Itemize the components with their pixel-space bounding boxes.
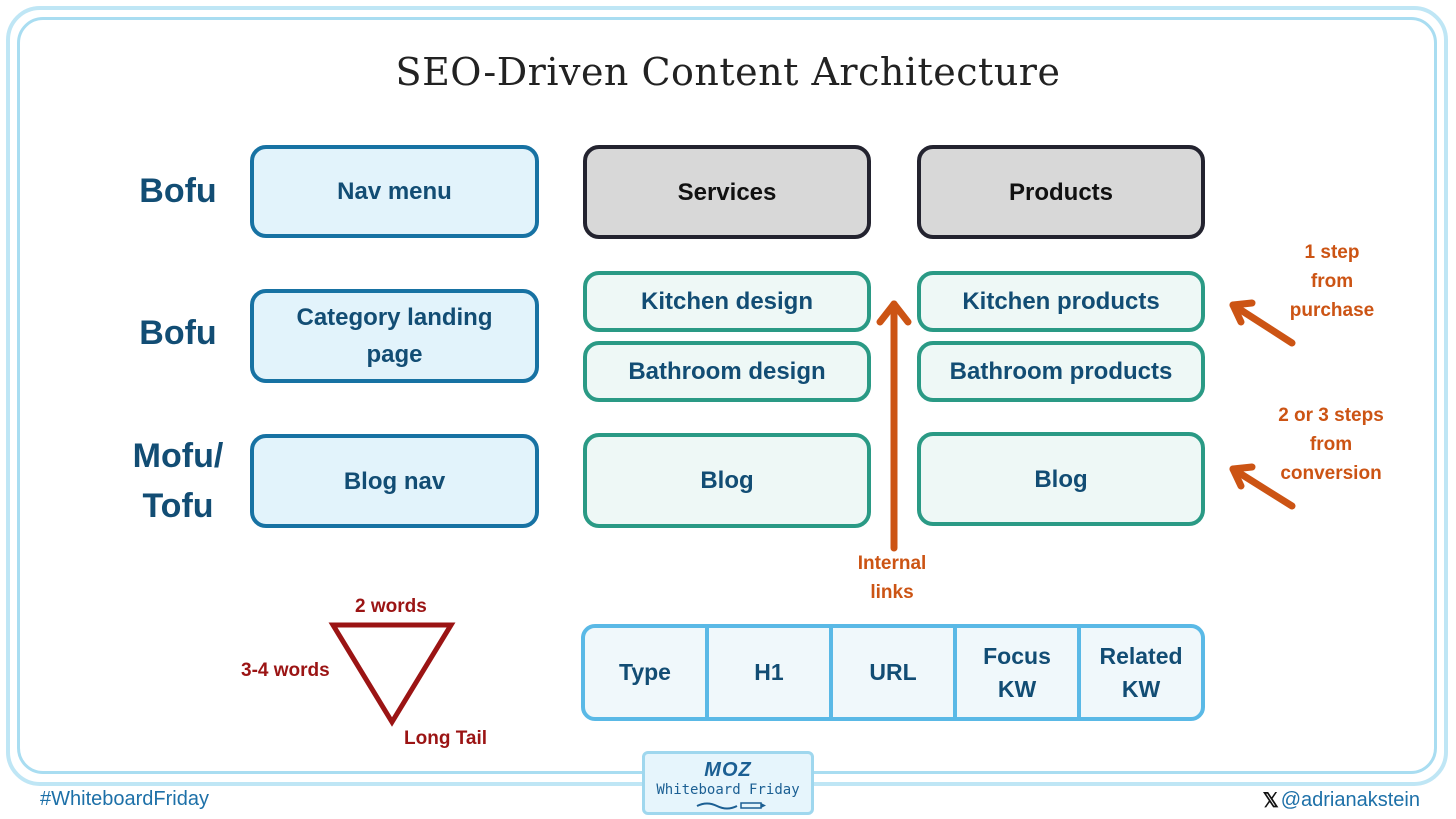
one-step-note: 1 step from purchase — [1270, 238, 1394, 325]
bathroom-design-label: Bathroom design — [628, 358, 826, 385]
table-cell-related-line2: KW — [1121, 675, 1161, 702]
row-label-tofu: Tofu — [142, 487, 214, 525]
products-label: Products — [1008, 178, 1113, 206]
row-label-mofu: Mofu/ — [132, 437, 224, 475]
hashtag-link[interactable]: #WhiteboardFriday — [40, 788, 209, 810]
funnel-middle-label: 3-4 words — [241, 660, 330, 681]
moz-logo: MOZ — [704, 759, 752, 781]
category-landing-line1: Category landing — [296, 304, 493, 331]
services-box: Services — [583, 145, 871, 239]
kitchen-design-box: Kitchen design — [583, 271, 871, 332]
services-blog-box: Blog — [583, 433, 871, 528]
page-attributes-table: Type H1 URL Focus KW Related KW — [581, 624, 1205, 721]
twitter-handle-link[interactable]: 𝕏 @adrianakstein — [1263, 788, 1420, 813]
services-blog-label: Blog — [700, 467, 754, 494]
table-cell-related-kw: Related KW — [1081, 628, 1201, 717]
bathroom-products-label: Bathroom products — [949, 358, 1173, 385]
one-step-line2: from — [1310, 271, 1354, 292]
funnel-top-label: 2 words — [355, 596, 427, 617]
table-cell-type: Type — [585, 628, 709, 717]
whiteboard-friday-text: Whiteboard Friday — [656, 782, 800, 798]
bathroom-design-box: Bathroom design — [583, 341, 871, 402]
kitchen-design-label: Kitchen design — [640, 288, 814, 315]
table-cell-url-text: URL — [869, 659, 917, 685]
table-cell-h1-text: H1 — [754, 659, 784, 685]
nav-menu-label: Nav menu — [337, 178, 452, 205]
diagonal-arrow-icon — [1229, 299, 1296, 347]
x-logo-icon: 𝕏 — [1262, 790, 1279, 812]
two-three-line1: 2 or 3 steps — [1278, 405, 1384, 426]
two-three-line2: from — [1309, 434, 1353, 455]
table-cell-related-line1: Related — [1099, 642, 1183, 669]
products-blog-label: Blog — [1034, 465, 1088, 493]
category-landing-box: Category landing page — [250, 289, 539, 383]
moz-whiteboard-friday-badge: MOZ Whiteboard Friday — [642, 751, 814, 815]
one-step-line1: 1 step — [1304, 242, 1360, 263]
internal-links-line2: links — [870, 582, 914, 603]
table-cell-url: URL — [833, 628, 957, 717]
up-arrow-icon — [876, 300, 912, 552]
kitchen-products-label: Kitchen products — [962, 288, 1160, 315]
blog-nav-label: Blog nav — [343, 467, 446, 495]
table-cell-focus-kw: Focus KW — [957, 628, 1081, 717]
table-cell-h1: H1 — [709, 628, 833, 717]
inverted-triangle-icon — [328, 622, 456, 727]
funnel-bottom-label: Long Tail — [404, 728, 488, 749]
kitchen-products-box: Kitchen products — [917, 271, 1205, 332]
internal-links-line1: Internal — [857, 553, 927, 574]
twitter-handle-text: @adrianakstein — [1280, 789, 1420, 811]
pen-icon — [696, 802, 766, 810]
products-blog-box: Blog — [917, 432, 1205, 526]
nav-menu-box: Nav menu — [250, 145, 539, 238]
table-cell-focus-line2: KW — [997, 675, 1037, 702]
internal-links-note: Internal links — [842, 549, 942, 607]
row-label-bofu-2: Bofu — [139, 314, 217, 352]
products-box: Products — [917, 145, 1205, 239]
services-label: Services — [677, 178, 777, 206]
table-cell-type-text: Type — [619, 659, 671, 685]
table-cell-focus-line1: Focus — [983, 642, 1051, 669]
two-three-line3: conversion — [1280, 463, 1382, 484]
one-step-line3: purchase — [1289, 300, 1375, 321]
page-title: SEO-Driven Content Architecture — [395, 50, 1061, 94]
bathroom-products-box: Bathroom products — [917, 341, 1205, 402]
row-label-mofu-tofu: Mofu/ Tofu — [108, 431, 248, 531]
row-label-bofu-1: Bofu — [139, 172, 217, 210]
two-three-steps-note: 2 or 3 steps from conversion — [1262, 401, 1400, 488]
diagonal-arrow-icon — [1229, 463, 1296, 510]
category-landing-line2: page — [366, 341, 423, 368]
blog-nav-box: Blog nav — [250, 434, 539, 528]
